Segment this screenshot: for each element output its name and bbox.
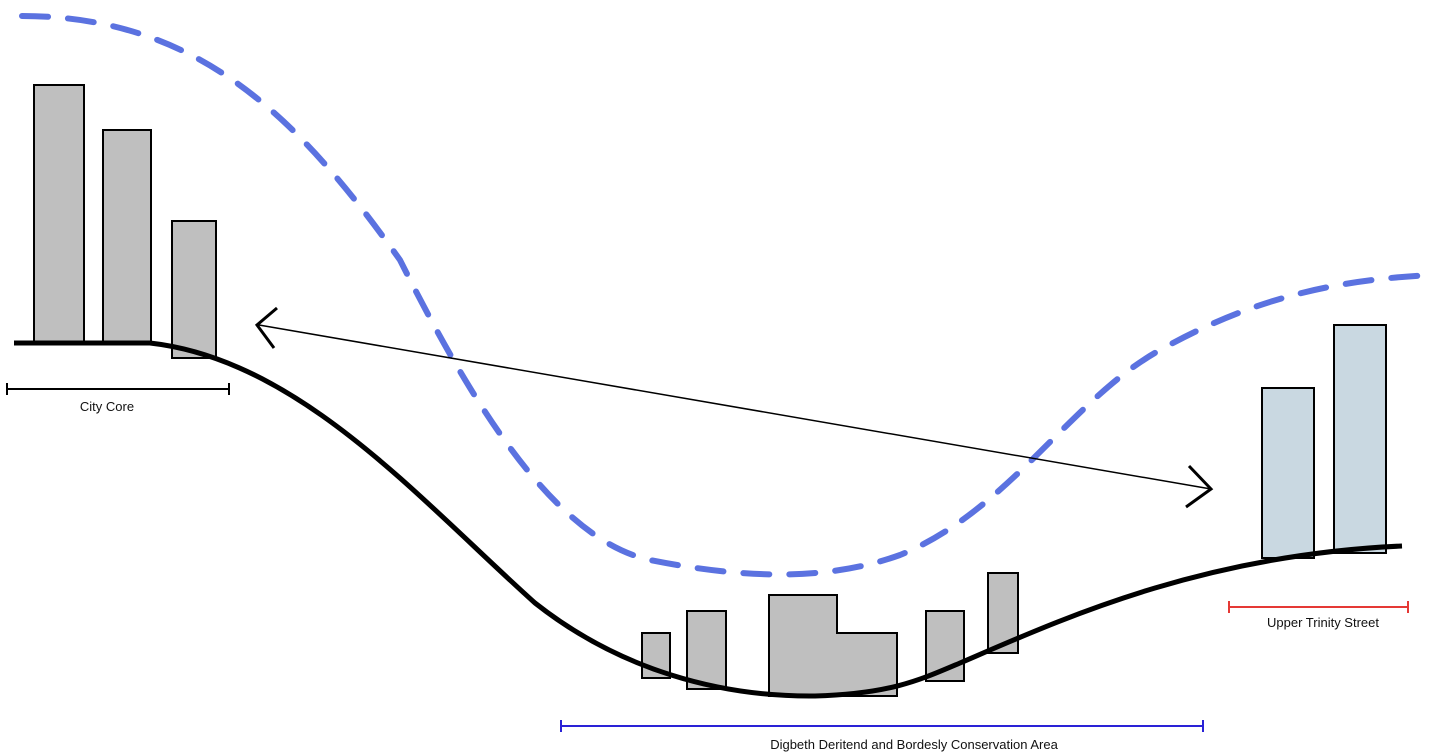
ground-profile-line	[14, 340, 1403, 699]
city-core-tower-1	[33, 84, 85, 344]
digbeth-building-2	[686, 610, 727, 690]
digbeth-buildings	[641, 572, 1019, 697]
city-core-tower-3	[171, 220, 217, 359]
upper-trinity-bracket	[1228, 601, 1409, 613]
upper-trinity-buildings	[1261, 324, 1387, 559]
city-core-buildings	[33, 84, 217, 359]
city-core-label: City Core	[80, 399, 134, 414]
upper-trinity-tower-1	[1261, 387, 1315, 559]
upper-trinity-label: Upper Trinity Street	[1267, 615, 1379, 630]
arrow-shaft	[258, 324, 1212, 490]
arrowhead-left-icon	[254, 306, 278, 349]
digbeth-bracket	[560, 720, 1204, 732]
city-core-tower-2	[102, 129, 152, 344]
view-arrow	[258, 324, 1212, 490]
dashed-skyline-curve	[19, 13, 1435, 578]
upper-trinity-tower-2	[1333, 324, 1387, 554]
digbeth-label: Digbeth Deritend and Bordesly Conservati…	[770, 737, 1058, 752]
arrowhead-right-icon	[1185, 464, 1214, 509]
city-core-bracket	[6, 383, 230, 395]
digbeth-building-3	[768, 594, 898, 697]
